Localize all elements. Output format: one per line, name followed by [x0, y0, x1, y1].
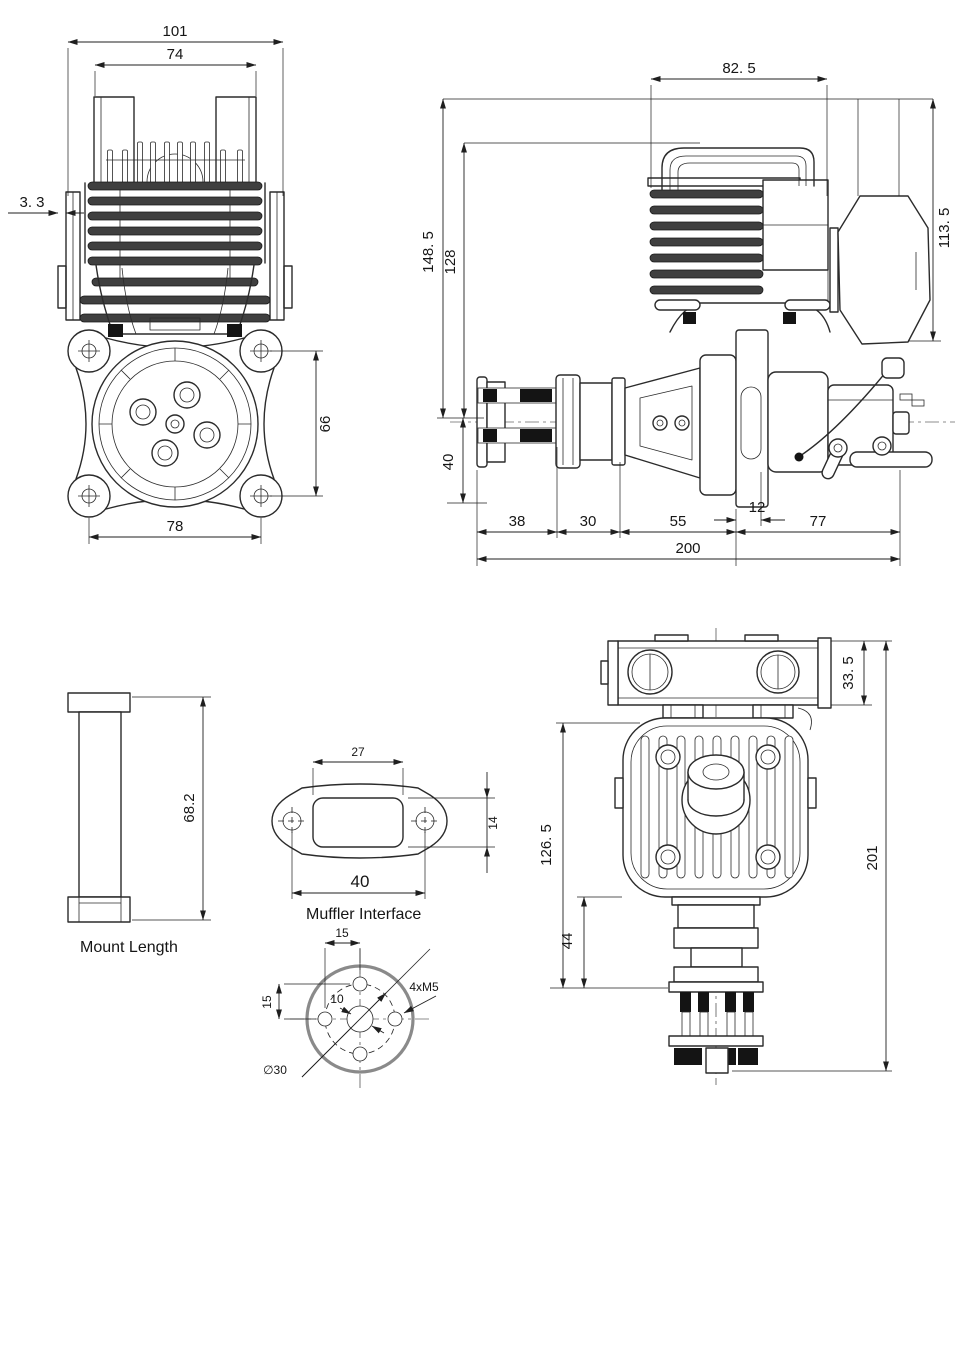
dim-label-front-overall-width: 101 [162, 23, 187, 40]
dim-label-muffler-port-height: 14 [486, 816, 500, 830]
dim-label-side-crank-nose: 55 [670, 513, 687, 530]
side-rear-cover [829, 195, 931, 345]
dim-label-side-height-rear: 113. 5 [936, 208, 953, 249]
side-prop-hub [476, 374, 626, 469]
top-view: 33. 5 126. 5 44 201 [538, 628, 892, 1085]
front-head-studs [106, 141, 245, 184]
hub-bolt-pattern-view: 15 15 10 4xM5 ∅30 [260, 926, 439, 1089]
dim-hub-bolt-thread: 4xM5 [403, 980, 439, 1014]
dim-label-hub-center-bore: 10 [330, 992, 344, 1006]
dim-label-muffler-bolt-spacing: 40 [351, 872, 370, 891]
dim-label-top-carb-height: 33. 5 [840, 656, 857, 689]
dim-label-hub-offset-y: 15 [260, 995, 274, 1009]
side-cylinder-fins [647, 177, 829, 302]
dim-label-top-height-overall: 201 [864, 845, 881, 870]
dim-side-heights: 148. 5 128 113. 5 40 [420, 98, 953, 504]
dim-label-mount-length: 68.2 [181, 793, 198, 822]
mount-standoff-body [67, 692, 131, 923]
muffler-view-caption: Muffler Interface [306, 906, 421, 923]
dim-label-side-axis-to-base: 40 [440, 454, 457, 471]
top-cylinder-head [614, 717, 817, 898]
dim-front-mount-holes-horizontal: 78 [88, 518, 262, 544]
dim-label-muffler-port-width: 27 [351, 745, 365, 759]
side-crankcase [654, 299, 831, 508]
dim-label-front-mount-holes-horizontal: 78 [167, 518, 184, 535]
dim-top-head-to-hub: 126. 5 [538, 722, 668, 989]
dim-hub-offset-x: 15 [324, 926, 361, 1008]
mount-view-caption: Mount Length [80, 939, 178, 956]
muffler-flange [271, 783, 448, 859]
dim-top-height-overall: 201 [732, 640, 892, 1072]
dim-hub-center-bore: 10 [330, 992, 385, 1034]
dim-label-hub-bolt-thread: 4xM5 [409, 980, 439, 994]
front-rear-cover [91, 340, 259, 508]
dim-mount-length: 68.2 [132, 696, 211, 921]
dim-label-side-drive-spacer: 30 [580, 513, 597, 530]
front-cylinder-fins [79, 181, 271, 323]
dim-label-front-head-width: 74 [167, 46, 184, 63]
dim-label-side-flange-thickness: 12 [749, 499, 766, 516]
dim-label-side-length-overall: 200 [675, 540, 700, 557]
dim-label-side-height-fins: 128 [442, 249, 459, 274]
side-plug-boot [661, 147, 815, 191]
dim-front-overall-width: 101 [67, 23, 284, 196]
mount-standoff-view: 68.2 Mount Length [67, 692, 211, 956]
dim-front-rail-offset: 3. 3 [8, 194, 84, 216]
top-prop-hub-stack [668, 896, 764, 1074]
front-side-rails [57, 191, 293, 321]
dim-label-hub-offset-x: 15 [335, 926, 349, 940]
top-carb-box [600, 634, 832, 731]
dim-label-front-rail-offset: 3. 3 [19, 194, 44, 211]
front-view: 101 74 3. 3 66 78 [8, 23, 334, 544]
dim-label-front-mount-holes-vertical: 66 [317, 416, 334, 433]
dim-label-side-height-overall: 148. 5 [420, 231, 437, 273]
dim-muffler-port-width: 27 [312, 745, 404, 795]
dim-top-hub-section: 44 [559, 896, 622, 989]
dim-front-mount-holes-vertical: 66 [270, 350, 334, 497]
side-carburetor [767, 357, 933, 480]
dim-label-top-head-to-hub: 126. 5 [538, 824, 555, 866]
dim-label-top-hub-section: 44 [559, 933, 576, 950]
front-mount-plate [67, 329, 283, 518]
dim-side-length-chain: 12 38 30 55 77 200 [476, 447, 901, 566]
dim-hub-bolt-circle: ∅30 [263, 992, 387, 1078]
muffler-interface-view: 27 14 40 Muffler Interface [271, 745, 500, 923]
front-crankcase [95, 264, 255, 337]
dim-side-head-width: 82. 5 [650, 60, 828, 196]
dim-label-side-rear-section: 77 [810, 513, 827, 530]
dim-muffler-port-height: 14 [408, 772, 500, 873]
dim-label-hub-bolt-circle: ∅30 [263, 1063, 287, 1077]
dim-hub-offset-y: 15 [260, 983, 350, 1020]
dim-label-side-head-width: 82. 5 [722, 60, 755, 77]
side-crank-nose [624, 354, 737, 496]
dim-front-head-width: 74 [94, 46, 257, 96]
side-view: 82. 5 148. 5 128 113. 5 40 [420, 60, 955, 566]
dim-top-carb-height: 33. 5 [831, 640, 892, 706]
dim-label-side-prop-hub: 38 [509, 513, 526, 530]
dim-muffler-bolt-spacing: 40 [291, 832, 426, 899]
